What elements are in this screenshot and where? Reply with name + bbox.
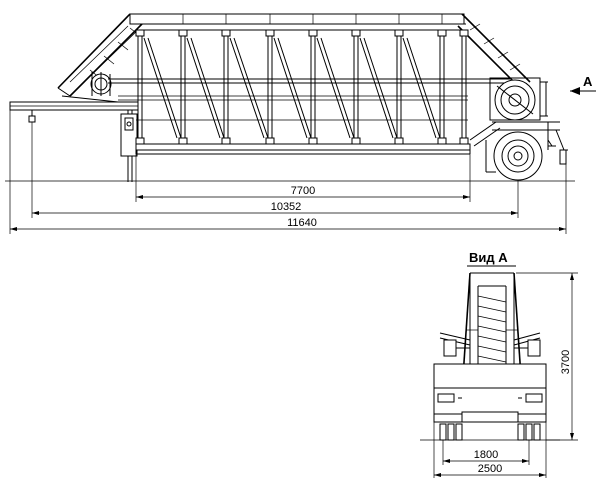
post-cap <box>308 29 318 37</box>
view-a-marker: A <box>570 74 596 95</box>
truss-diagonal <box>147 37 182 139</box>
truss-diagonal <box>277 37 312 139</box>
front-wheels <box>439 423 541 441</box>
post-cap <box>178 29 188 37</box>
truss-diagonal <box>363 37 398 139</box>
bottom-frame <box>135 143 471 155</box>
truss-diagonal <box>190 37 225 139</box>
post-foot <box>135 137 145 145</box>
view-a-width-dims: 1800 2500 <box>433 422 547 478</box>
view-marker-label: A <box>583 74 593 89</box>
ladder-rung <box>477 355 507 363</box>
truss-diagonal <box>229 37 265 139</box>
truss-diagonal <box>320 37 355 139</box>
post-cap <box>351 29 361 37</box>
post-foot <box>265 137 275 145</box>
truss-diagonal <box>316 37 351 139</box>
truss-diagonal <box>233 37 269 139</box>
truss-diagonal <box>186 37 221 139</box>
truss-diagonal <box>273 37 308 139</box>
truss <box>135 29 469 145</box>
dim-height: 3700 <box>560 350 572 374</box>
view-a-height-dim: 3700 <box>516 272 578 441</box>
dim-track-width: 1800 <box>474 449 498 461</box>
post-foot <box>394 137 404 145</box>
chassis-front <box>433 363 547 423</box>
post-cap <box>265 29 275 37</box>
post-foot <box>178 137 188 145</box>
truss-diagonal <box>406 37 441 139</box>
post-cap <box>135 29 145 37</box>
ladder-rung <box>477 335 507 343</box>
dim-overall-length: 11640 <box>287 217 317 229</box>
top-beam <box>129 13 466 31</box>
ladder-rung <box>477 305 507 313</box>
winch-drum <box>489 77 548 121</box>
ladder-rung <box>477 345 507 353</box>
side-view: A 7700 10352 11640 <box>5 13 596 234</box>
cable <box>108 78 510 101</box>
view-a-title: Вид А <box>469 250 508 265</box>
ladder-rung <box>477 295 507 303</box>
rear-boom <box>457 13 531 89</box>
post-foot <box>351 137 361 145</box>
drawbar <box>9 101 139 182</box>
view-a: Вид А <box>420 250 578 478</box>
rear-wheel <box>493 131 543 181</box>
post-cap <box>394 29 404 37</box>
side-arms <box>439 332 541 357</box>
truss-diagonal <box>359 37 394 139</box>
post-cap <box>437 29 447 37</box>
side-dimensions: 7700 10352 11640 <box>9 110 567 234</box>
post-foot <box>221 137 231 145</box>
post-foot <box>459 137 469 145</box>
truss-diagonal <box>143 37 178 139</box>
rear-axle <box>469 121 568 181</box>
ladder-rung <box>477 315 507 323</box>
front-boom <box>57 13 143 103</box>
ladder-rung <box>477 325 507 333</box>
truss-diagonal <box>402 37 437 139</box>
post-cap <box>221 29 231 37</box>
dim-wheelbase: 10352 <box>271 201 302 213</box>
post-cap <box>459 29 469 37</box>
post-foot <box>437 137 447 145</box>
dim-overall-width: 2500 <box>478 463 502 475</box>
post-foot <box>308 137 318 145</box>
dim-frame-length: 7700 <box>291 185 315 197</box>
